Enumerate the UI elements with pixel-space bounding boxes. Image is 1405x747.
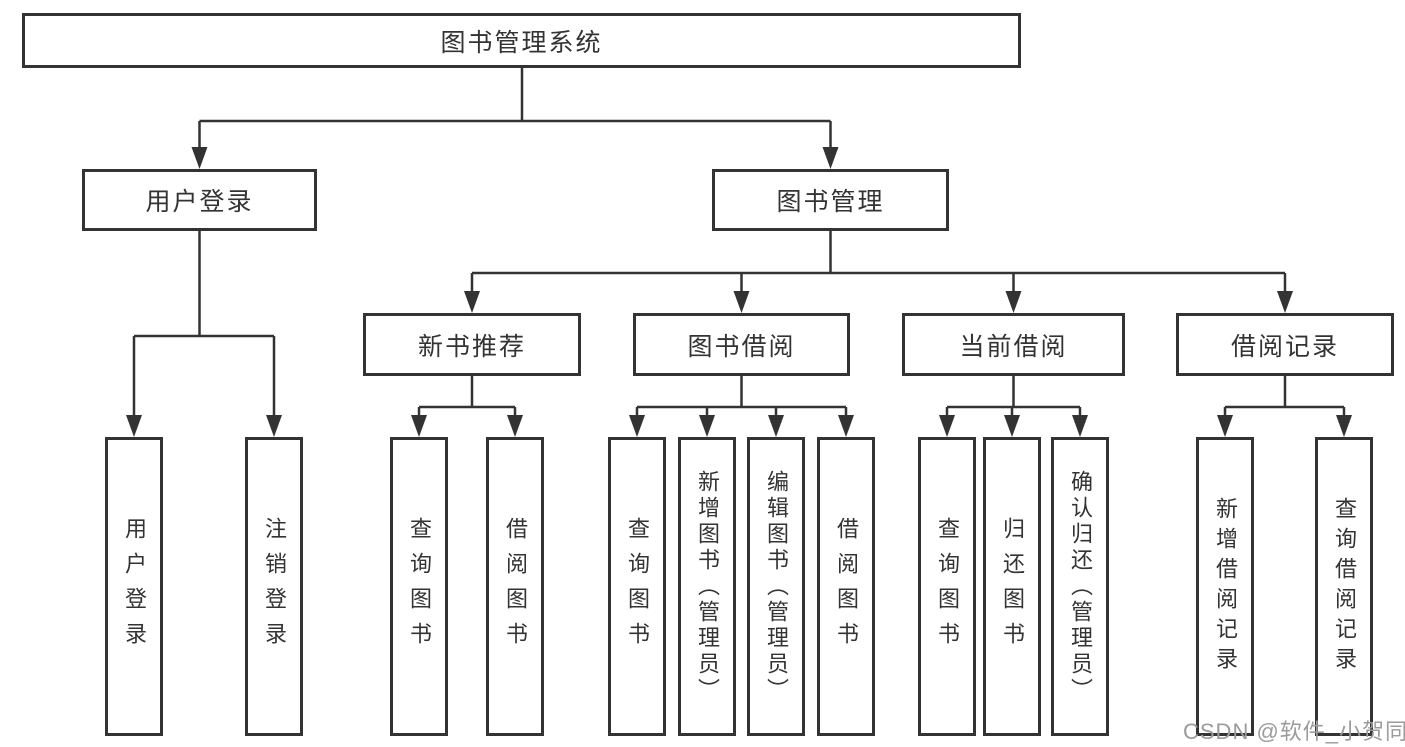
arrowhead <box>1336 415 1352 437</box>
leaf-current-confirm-return-admin: 确认归还（管理员） <box>1051 437 1109 736</box>
leaf-borrow-query-books: 查询图书 <box>608 437 666 736</box>
node-label: 注销登录 <box>262 516 287 657</box>
arrowhead <box>464 291 480 313</box>
leaf-borrow-borrow-books: 借阅图书 <box>817 437 875 736</box>
node-label: 查询图书 <box>935 516 960 657</box>
arrowhead <box>1072 415 1088 437</box>
edge-bookmgmt-to-children <box>470 231 1287 293</box>
edge-bookborrow-to-children <box>635 376 848 417</box>
node-label: 图书管理系统 <box>440 28 603 57</box>
arrowhead <box>1005 291 1022 313</box>
node-label: 查询借阅记录 <box>1332 496 1357 677</box>
arrowhead <box>838 415 854 437</box>
leaf-borrow-edit-books-admin: 编辑图书（管理员） <box>747 437 805 736</box>
csdn-watermark: CSDN @软件_小贺同学 <box>1183 719 1405 744</box>
leaf-newbook-borrow-books: 借阅图书 <box>486 437 544 736</box>
node-book-management: 图书管理 <box>712 169 949 231</box>
node-label: 用户登录 <box>145 188 254 216</box>
edge-records-to-children <box>1223 376 1346 417</box>
leaf-current-query-books: 查询图书 <box>918 437 976 736</box>
node-label: 新增图书（管理员） <box>695 469 720 704</box>
arrowhead <box>768 415 784 437</box>
arrowhead <box>699 415 715 437</box>
arrowhead <box>191 147 208 169</box>
node-label: 用户登录 <box>122 516 147 657</box>
node-book-borrowing: 图书借阅 <box>633 313 850 376</box>
node-label: 图书借阅 <box>687 332 796 361</box>
node-new-book-recommend: 新书推荐 <box>363 313 581 376</box>
leaf-borrow-add-books-admin: 新增图书（管理员） <box>678 437 736 736</box>
edge-currentborrow-to-children <box>945 376 1082 417</box>
node-label: 借阅图书 <box>834 516 859 657</box>
arrowhead <box>733 291 750 313</box>
leaf-user-login: 用户登录 <box>105 437 163 736</box>
node-borrow-records: 借阅记录 <box>1176 313 1394 376</box>
arrowhead <box>1004 415 1020 437</box>
node-label: 确认归还（管理员） <box>1068 469 1093 704</box>
leaf-newbook-query-books: 查询图书 <box>390 437 448 736</box>
node-label: 归还图书 <box>1000 516 1025 657</box>
node-label: 查询图书 <box>407 516 432 657</box>
leaf-logout: 注销登录 <box>245 437 303 736</box>
node-current-borrowing: 当前借阅 <box>902 313 1125 376</box>
node-user-login-module: 用户登录 <box>82 169 317 231</box>
arrowhead <box>1217 415 1233 437</box>
node-label: 查询图书 <box>625 516 650 657</box>
arrowhead <box>266 415 282 437</box>
node-label: 新增借阅记录 <box>1213 496 1238 677</box>
node-library-management-system: 图书管理系统 <box>22 13 1021 68</box>
node-label: 借阅图书 <box>503 516 528 657</box>
edge-newbook-to-children <box>417 376 517 417</box>
arrowhead <box>629 415 645 437</box>
arrowhead <box>939 415 955 437</box>
leaf-current-return-books: 归还图书 <box>983 437 1041 736</box>
arrowhead <box>507 415 523 437</box>
node-label: 编辑图书（管理员） <box>764 469 789 704</box>
leaf-records-add-record: 新增借阅记录 <box>1196 437 1254 736</box>
arrowhead <box>411 415 427 437</box>
edge-login-to-children <box>132 231 276 417</box>
arrowhead <box>822 147 839 169</box>
node-label: 图书管理 <box>776 188 885 216</box>
arrowhead <box>126 415 142 437</box>
node-label: 当前借阅 <box>959 332 1068 361</box>
arrowhead <box>1277 291 1293 313</box>
node-label: 借阅记录 <box>1230 332 1339 361</box>
leaf-records-query-record: 查询借阅记录 <box>1315 437 1373 736</box>
edge-root-to-level2 <box>198 68 832 149</box>
node-label: 新书推荐 <box>417 332 526 361</box>
